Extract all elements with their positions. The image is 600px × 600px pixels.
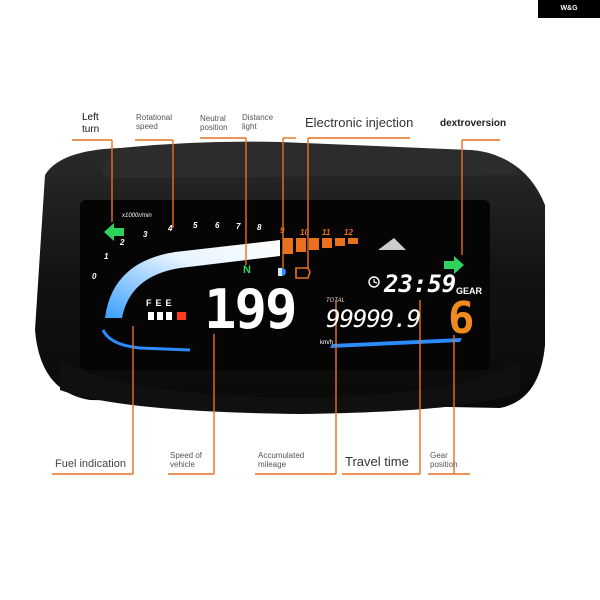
callout-lines (52, 137, 500, 475)
rpm-tick-5: 5 (193, 221, 198, 230)
neutral-indicator: N (243, 264, 251, 276)
brand-logo: W&G (538, 0, 600, 18)
total-label: TOTAL (326, 298, 345, 304)
dashboard-bottom-edge (60, 360, 520, 414)
speed-unit: km/h (320, 340, 334, 346)
rpm-tick-4: 4 (168, 224, 173, 233)
distance-light-icon (278, 268, 286, 276)
right-turn-arrow-icon (444, 256, 464, 274)
dashboard-visor (102, 141, 520, 178)
rpm-tick-12: 12 (344, 228, 353, 237)
electronic-injection-label: Electronic injection (305, 115, 414, 130)
fuel-letters: FEE (146, 298, 176, 308)
odometer-readout: 99999.9 (326, 305, 421, 333)
engine-injection-icon (295, 267, 311, 279)
clock-icon (368, 276, 380, 288)
speed-readout: 199 (204, 278, 298, 341)
rpm-tick-2: 2 (120, 238, 125, 247)
dextroversion-label: dextroversion (440, 118, 507, 129)
gear-readout: 6 (448, 293, 475, 344)
rpm-tick-6: 6 (215, 221, 220, 230)
travel-time-label: Travel time (345, 454, 409, 469)
rpm-tick-8: 8 (257, 223, 262, 232)
rpm-tick-1: 1 (104, 252, 109, 261)
rpm-tick-3: 3 (143, 230, 148, 239)
clock-readout: 23:59 (384, 270, 457, 298)
gear-label: GEAR (456, 286, 483, 296)
display-screen (80, 200, 490, 370)
rpm-tick-10: 10 (300, 228, 309, 237)
rpm-tick-9: 9 (280, 226, 285, 235)
fuel-indication-label: Fuel indication (55, 458, 126, 470)
fuel-gauge-bar (148, 312, 186, 320)
rpm-tick-11: 11 (322, 228, 331, 237)
speed-lines-icon (378, 238, 406, 250)
left-turn-arrow-icon (104, 223, 124, 241)
rpm-bar-red-zone (283, 238, 358, 254)
speed-underline-blue (330, 338, 462, 348)
rpm-bar-white (105, 240, 280, 318)
rpm-unit: x1000r/min (122, 213, 152, 219)
rpm-tick-0: 0 (92, 272, 97, 281)
rpm-tick-7: 7 (236, 222, 241, 231)
